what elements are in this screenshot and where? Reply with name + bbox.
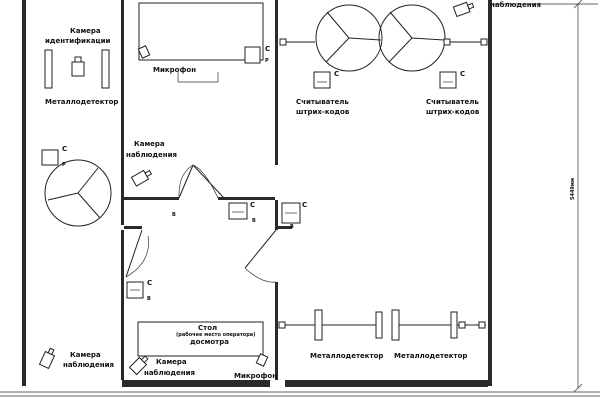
camera-top-right-label: наблюдения bbox=[490, 1, 541, 9]
turnstile-top-2 bbox=[378, 4, 446, 72]
camera-icon-mid bbox=[130, 169, 153, 187]
marker-p1: Р bbox=[265, 58, 269, 64]
table-label-2: досмотра bbox=[190, 338, 229, 346]
metal-detector-frame-1 bbox=[278, 309, 383, 341]
interior-walls bbox=[121, 0, 292, 380]
metal-detector-left bbox=[44, 49, 110, 89]
metal-detector-1-label: Металлодетектор bbox=[310, 352, 383, 360]
marker-p2: Р bbox=[62, 162, 66, 168]
dimension-label: 5449мм bbox=[570, 178, 576, 200]
inspection-table bbox=[137, 321, 264, 357]
microphone-label-top: Микрофон bbox=[153, 66, 196, 74]
camera-icon-top-right bbox=[452, 1, 475, 18]
doors bbox=[125, 164, 277, 283]
barcode-reader-2 bbox=[439, 71, 457, 89]
barcode-2-label-a: Считыватель bbox=[426, 98, 479, 106]
turnstile-rails bbox=[279, 38, 488, 46]
camera-ident-label-2: идентификации bbox=[45, 37, 111, 45]
camera-bl-label-2: наблюдения bbox=[63, 361, 114, 369]
camera-bc-label-1: Камера bbox=[156, 358, 187, 366]
marker-c5: С bbox=[250, 201, 255, 209]
marker-c2: С bbox=[62, 145, 67, 153]
marker-c3: С bbox=[334, 70, 339, 78]
metal-detector-left-label: Металлодетектор bbox=[45, 98, 118, 106]
barcode-1-label-a: Считыватель bbox=[296, 98, 349, 106]
camera-bc-label-2: наблюдения bbox=[144, 369, 195, 377]
marker-b6: В bbox=[290, 224, 294, 230]
dimension-line bbox=[492, 0, 598, 393]
microphone-label-bottom: Микрофон bbox=[234, 372, 277, 380]
microphone-table-top bbox=[137, 2, 264, 83]
marker-b5: В bbox=[252, 218, 256, 224]
turnstile-top-1 bbox=[315, 4, 383, 72]
metal-detector-2-label: Металлодетектор bbox=[394, 352, 467, 360]
marker-c4: С bbox=[460, 70, 465, 78]
camera-mid-label-1: Камера bbox=[134, 140, 165, 148]
camera-icon-bottom-center bbox=[128, 355, 149, 376]
camera-icon-bottom-left bbox=[38, 347, 56, 370]
table-label-1: Стол bbox=[198, 324, 217, 332]
device-corridor-1 bbox=[228, 202, 248, 220]
metal-detector-frame-2 bbox=[391, 309, 486, 341]
table-sub-label: (рабочее место оператора) bbox=[176, 331, 255, 338]
camera-mid-label-2: наблюдения bbox=[126, 151, 177, 159]
device-left bbox=[41, 149, 59, 166]
marker-b8: В bbox=[172, 212, 176, 218]
marker-c1: С bbox=[265, 45, 270, 53]
camera-bl-label-1: Камера bbox=[70, 351, 101, 359]
barcode-1-label-b: штрих-кодов bbox=[296, 108, 350, 116]
barcode-2-label-b: штрих-кодов bbox=[426, 108, 480, 116]
marker-c6: С bbox=[302, 201, 307, 209]
marker-b7: В bbox=[147, 296, 151, 302]
barcode-reader-1 bbox=[313, 71, 331, 89]
microphone-icon-bottom bbox=[255, 353, 269, 367]
turnstile-left bbox=[44, 159, 112, 227]
marker-c7: С bbox=[147, 279, 152, 287]
camera-ident-label-1: Камера bbox=[70, 27, 101, 35]
